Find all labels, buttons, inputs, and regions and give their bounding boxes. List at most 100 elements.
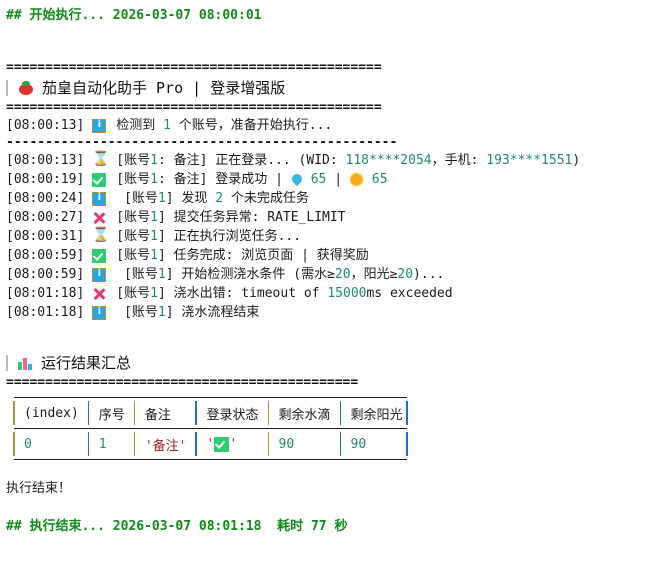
info-icon <box>92 305 107 320</box>
log-text: [账号 <box>116 210 151 225</box>
log-value: 193****1551 <box>486 153 573 168</box>
log-text: [账号 <box>116 153 151 168</box>
table-row: 0 1 '备注' '' 90 90 <box>13 428 408 460</box>
log-text: ] 开始检测浇水条件 (需水≥ <box>165 267 335 282</box>
summary-header: 运行结果汇总 <box>6 351 666 375</box>
log-text: ) <box>572 153 581 168</box>
log-value: 1 <box>157 191 166 206</box>
error-x-icon <box>92 211 106 225</box>
bar-chart-icon <box>18 356 33 370</box>
banner-title: 茄皇自动化助手 Pro | 登录增强版 <box>42 79 286 97</box>
log-text: [账号 <box>116 305 158 320</box>
log-text: ms exceeded <box>366 286 453 301</box>
dashed-separator: ----------------------------------------… <box>6 135 398 150</box>
log-timestamp: [08:00:27] <box>6 210 85 225</box>
log-value: 15000 <box>327 286 367 301</box>
log-line: [08:00:13] [账号1: 备注] 正在登录... (WID: 118**… <box>6 151 666 170</box>
log-value: 1 <box>150 153 158 168</box>
start-execution-line: ## 开始执行... 2026-03-07 08:00:01 <box>6 8 262 23</box>
column-header-seq: 序号 <box>87 397 135 429</box>
info-icon <box>92 118 107 133</box>
log-value: 1 <box>157 305 166 320</box>
water-value: 65 <box>310 172 327 187</box>
log-text: [账号 <box>116 229 151 244</box>
spacer <box>6 26 666 50</box>
log-value: 2 <box>215 191 224 206</box>
spacer <box>6 498 666 517</box>
info-icon <box>92 191 107 206</box>
quote-mark: ' <box>144 438 153 454</box>
table-header-row: (index) 序号 备注 登录状态 剩余水滴 剩余阳光 <box>13 397 408 429</box>
column-header-note: 备注 <box>133 397 197 429</box>
log-line: [08:00:24] [账号1] 发现 2 个未完成任务 <box>6 189 666 208</box>
log-line: [08:00:59] [账号1] 开始检测浇水条件 (需水≥20，阳光≥20).… <box>6 265 666 284</box>
log-value: 1 <box>150 210 158 225</box>
column-header-login-status: 登录状态 <box>195 397 269 429</box>
log-timestamp: [08:01:18] <box>6 305 85 320</box>
log-text: ] 提交任务异常: RATE_LIMIT <box>157 210 346 225</box>
summary-divider <box>6 355 8 371</box>
log-timestamp: [08:00:19] <box>6 172 85 187</box>
quote-mark: ' <box>206 436 215 452</box>
summary-rule: ========================================… <box>6 375 359 390</box>
log-timestamp: [08:00:31] <box>6 229 85 244</box>
log-timestamp: [08:00:13] <box>6 118 85 133</box>
login-status-badge: '' <box>206 436 238 452</box>
banner: 茄皇自动化助手 Pro | 登录增强版 <box>6 76 666 100</box>
log-text: ，阳光≥ <box>350 267 398 282</box>
log-value: 1 <box>150 286 158 301</box>
log-text: ，手机: <box>431 153 487 168</box>
sun-value: 65 <box>371 172 388 187</box>
tomato-icon <box>18 80 34 96</box>
cell-index: 0 <box>13 428 89 460</box>
log-text: : 备注] 正在登录... (WID: <box>157 153 346 168</box>
column-header-index: (index) <box>13 397 89 429</box>
end-execution-line: ## 执行结束... 2026-03-07 08:01:18 耗时 77 秒 <box>6 519 348 534</box>
log-text: ] 任务完成: 浏览页面 | 获得奖励 <box>157 248 369 263</box>
cell-sun: 90 <box>339 428 408 460</box>
log-timestamp: [08:00:59] <box>6 267 85 282</box>
log-line: [08:01:18] [账号1] 浇水流程结束 <box>6 303 666 322</box>
log-text: ] 发现 <box>165 191 216 206</box>
log-value: 118****2054 <box>345 153 432 168</box>
quote-mark: ' <box>178 438 187 454</box>
log-timestamp: [08:00:13] <box>6 153 85 168</box>
sun-icon <box>350 173 364 187</box>
log-text: ] 浇水流程结束 <box>165 305 260 320</box>
log-timestamp: [08:00:59] <box>6 248 85 263</box>
info-icon <box>92 267 107 282</box>
log-value: 1 <box>163 118 171 133</box>
check-icon <box>214 436 230 452</box>
log-text: ] 正在执行浏览任务... <box>157 229 302 244</box>
column-header-water: 剩余水滴 <box>267 397 341 429</box>
console-output: ## 开始执行... 2026-03-07 08:00:01 =========… <box>0 0 666 537</box>
log-text: 检测到 <box>116 118 164 133</box>
cell-water: 90 <box>267 428 341 460</box>
banner-rule-bottom: ========================================… <box>6 100 382 115</box>
log-text: [账号 <box>116 248 151 263</box>
result-table: (index) 序号 备注 登录状态 剩余水滴 剩余阳光 0 1 '备注' ''… <box>13 397 408 460</box>
log-text: [账号 <box>116 172 151 187</box>
hourglass-icon <box>92 227 109 244</box>
result-table-wrapper: (index) 序号 备注 登录状态 剩余水滴 剩余阳光 0 1 '备注' ''… <box>13 397 666 460</box>
log-timestamp: [08:01:18] <box>6 286 85 301</box>
log-text: ] 浇水出错: timeout of <box>157 286 328 301</box>
log-text: [账号 <box>116 267 158 282</box>
quote-mark: ' <box>229 436 238 452</box>
banner-rule-top: ========================================… <box>6 60 382 75</box>
spacer <box>6 341 666 351</box>
hourglass-icon <box>92 151 109 168</box>
log-text: 个未完成任务 <box>223 191 309 206</box>
log-value: 1 <box>150 229 158 244</box>
cell-note-value: 备注 <box>152 438 179 454</box>
log-value: 20 <box>334 267 351 282</box>
cell-seq: 1 <box>87 428 135 460</box>
check-icon <box>92 248 107 263</box>
error-x-icon <box>92 287 106 301</box>
log-line: [08:00:31] [账号1] 正在执行浏览任务... <box>6 227 666 246</box>
check-icon <box>92 172 107 187</box>
spacer <box>6 322 666 341</box>
